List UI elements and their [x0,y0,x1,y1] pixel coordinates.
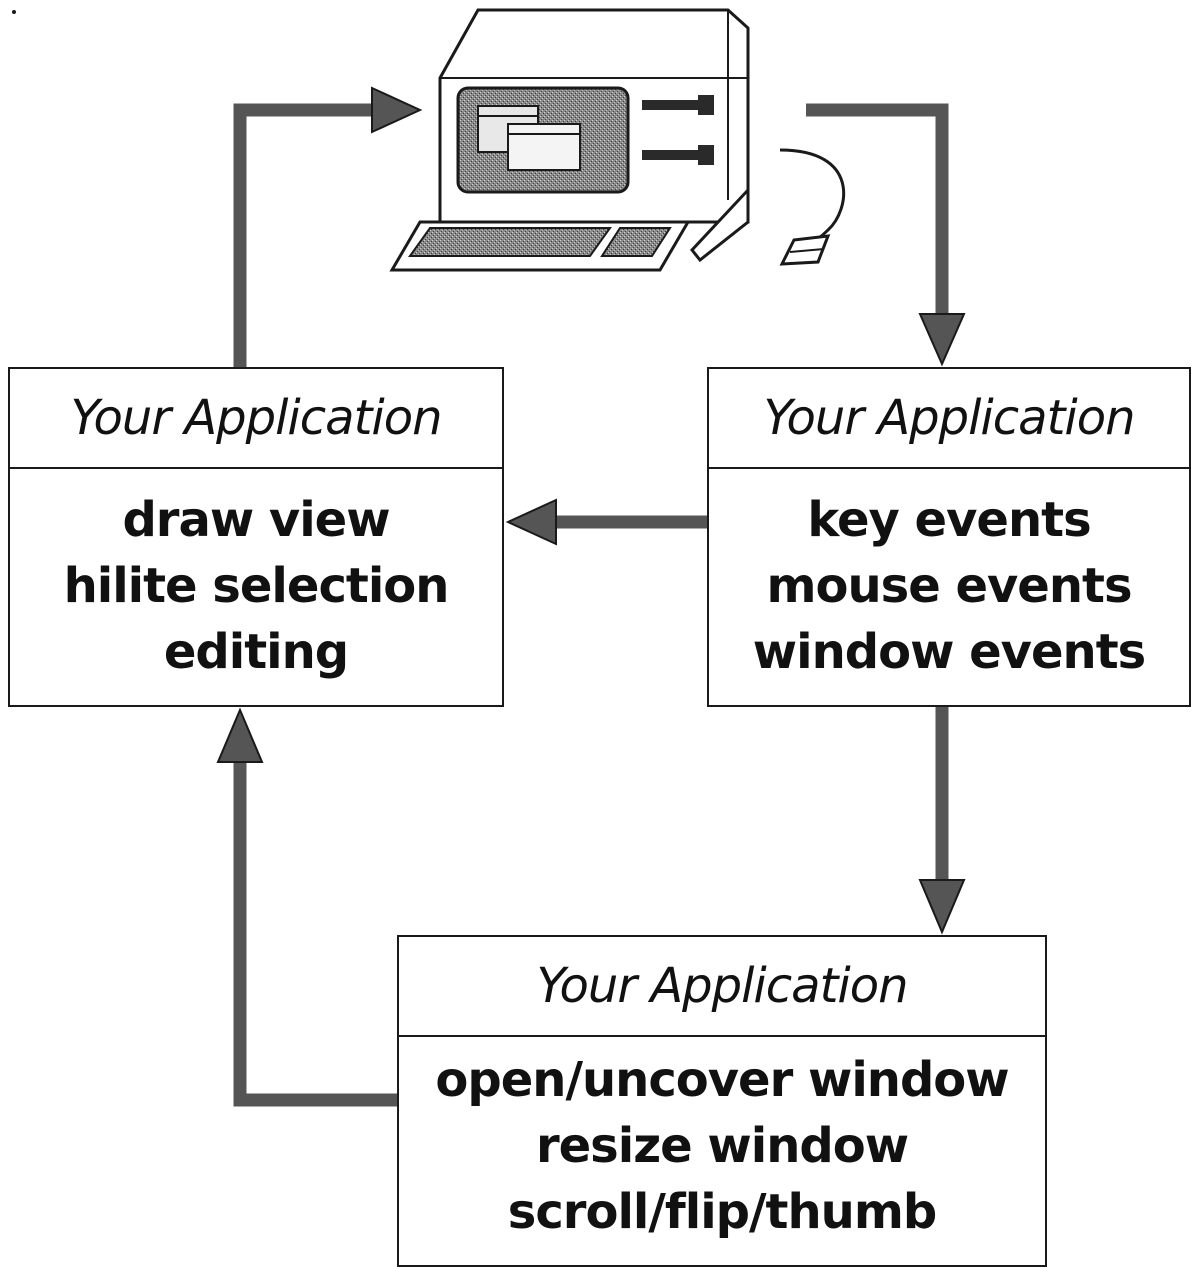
arrowhead-to-left-box [505,498,557,546]
list-item: mouse events [766,558,1132,614]
app-box-title: Your Application [399,937,1045,1037]
list-item: scroll/flip/thumb [507,1184,937,1240]
list-item: resize window [535,1118,909,1174]
app-box-items: key events mouse events window events [709,469,1189,685]
list-item: editing [163,624,349,680]
arrowhead-up-to-left-box [216,707,264,763]
connectors [233,103,949,1107]
arrowhead-to-right-box [918,313,966,367]
list-item: window events [752,624,1146,680]
arrow-left-to-computer [233,103,378,367]
arrowhead-to-bottom-box [918,879,966,935]
app-box-items: open/uncover window resize window scroll… [399,1037,1045,1245]
list-item: key events [807,492,1091,548]
app-box-title: Your Application [709,369,1189,469]
arrowhead-to-computer [371,86,423,134]
list-item: open/uncover window [435,1052,1009,1108]
app-box-events: Your Application key events mouse events… [707,367,1191,707]
app-box-items: draw view hilite selection editing [10,469,502,685]
app-box-window: Your Application open/uncover window res… [397,935,1047,1267]
app-box-draw: Your Application draw view hilite select… [8,367,504,707]
disk-slot-bottom [642,150,712,160]
list-item: hilite selection [63,558,450,614]
computer-icon [389,8,846,272]
app-box-title: Your Application [10,369,502,469]
arrow-computer-to-right [806,103,949,318]
list-item: draw view [122,492,390,548]
disk-slot-top [642,100,712,110]
arrow-bottom-to-left [233,758,397,1107]
